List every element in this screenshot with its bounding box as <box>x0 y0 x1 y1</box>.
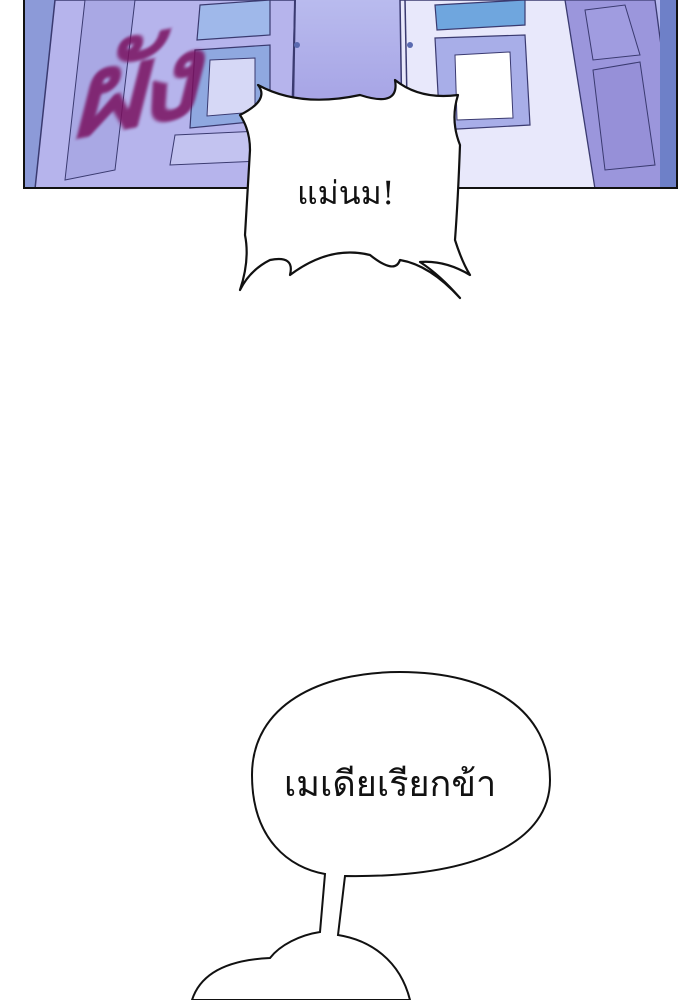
shout-bubble <box>238 78 472 300</box>
comic-panel-doors: ผัง <box>23 0 678 189</box>
doors-illustration <box>25 0 676 187</box>
speech-bubble-text: เมเดียเรียกข้า <box>284 764 497 805</box>
speech-bubble <box>190 670 552 1000</box>
shout-bubble-text: แม่นม! <box>297 174 395 212</box>
